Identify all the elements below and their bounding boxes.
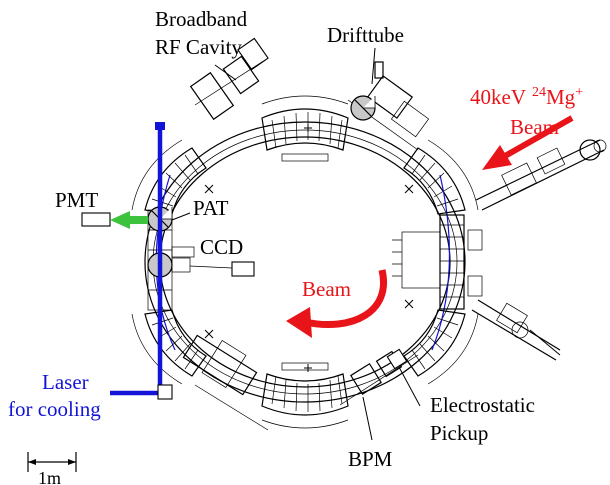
pmt-arrow [110, 211, 148, 229]
rf-cavity-label-line2: RF Cavity [155, 35, 242, 59]
straight-sections [147, 37, 607, 431]
laser-label-line2: for cooling [8, 397, 101, 421]
drifttube-detector [350, 95, 376, 121]
bpm-label: BPM [348, 447, 393, 471]
ccd-camera-box [231, 261, 255, 277]
laser-beam [110, 122, 173, 400]
pmt-label: PMT [55, 188, 98, 212]
rf-cavity-box [237, 37, 269, 71]
electrostatic-pickup-box [386, 348, 408, 370]
rf-cavity-label-line1: Broadband [155, 7, 248, 31]
ccd-detector [147, 252, 191, 278]
injection-beam-arrow [482, 115, 574, 170]
magnet-lower-left [131, 309, 207, 385]
drifttube-label: Drifttube [327, 23, 404, 47]
ccd-label: CCD [200, 235, 243, 259]
scale-bar-label: 1m [38, 468, 61, 485]
magnet-lower-right [403, 309, 479, 385]
magnet-bottom [261, 362, 349, 429]
rf-cavity-section [189, 37, 269, 121]
storage-ring [144, 121, 466, 403]
laser-label-line1: Laser [42, 370, 89, 394]
pat-label: PAT [193, 196, 229, 220]
injection-beam-label-line2: Beam [510, 115, 559, 139]
magnet-upper-left [131, 139, 207, 215]
circulating-beam-label: Beam [302, 277, 351, 301]
circulating-beam-arrow [286, 269, 387, 338]
bending-magnets [131, 95, 479, 429]
pmt-box [81, 212, 111, 227]
lower-left-straight [182, 334, 269, 431]
ejection-beamline [471, 299, 561, 361]
magnet-upper-right [403, 139, 479, 215]
electrostatic-pickup-label-line1: Electrostatic [430, 393, 535, 417]
right-straight-section [392, 214, 483, 310]
lower-right-straight [339, 348, 419, 406]
electrostatic-pickup-label-line2: Pickup [430, 421, 488, 445]
center-markers [204, 124, 414, 372]
leader-lines [171, 47, 561, 441]
scale-bar: 1m [27, 452, 77, 485]
injection-beamline [475, 139, 607, 211]
ring-outer-chamber [144, 121, 466, 403]
magnet-top [261, 95, 349, 162]
ring-inner-chamber [159, 136, 451, 388]
